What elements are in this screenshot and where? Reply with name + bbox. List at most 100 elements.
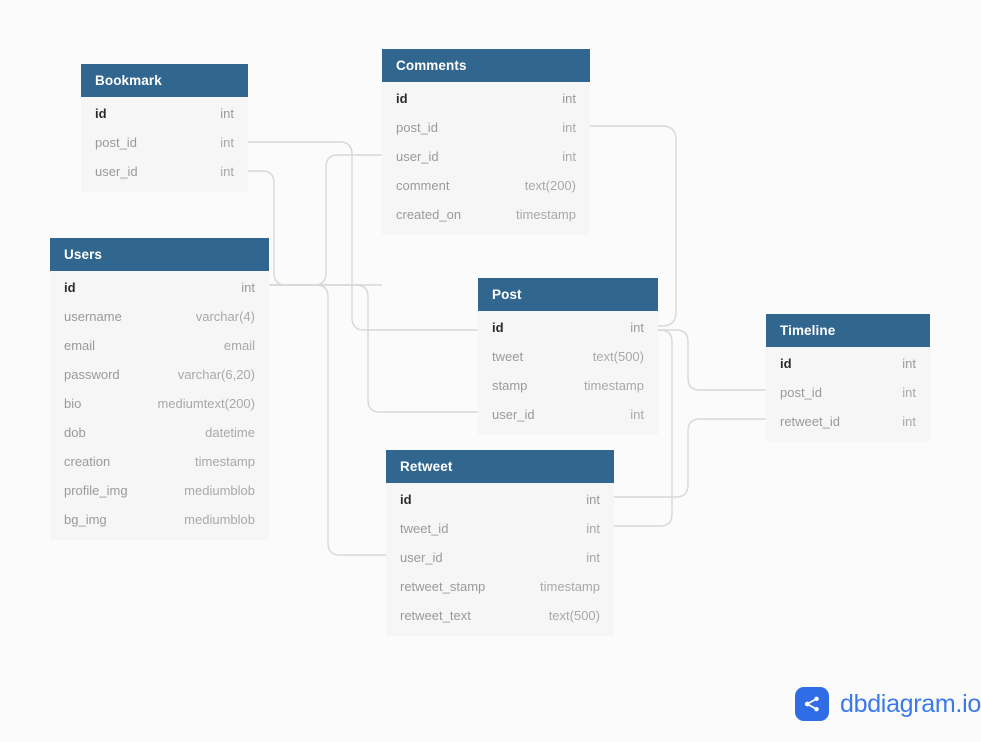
relationship-line[interactable] [269,154,382,286]
share-nodes-icon [795,687,829,721]
field-type: int [220,135,234,150]
field-type: mediumtext(200) [157,396,255,411]
field-type: int [241,280,255,295]
field-name: profile_img [64,483,128,498]
field-name: id [396,91,408,106]
table-row[interactable]: user_id int [386,543,614,572]
field-type: text(500) [548,608,600,623]
field-name: dob [64,425,86,440]
table-users[interactable]: Users id int username varchar(4) email email pa… [50,238,269,540]
field-name: id [95,106,107,121]
field-name: retweet_stamp [400,579,486,594]
field-name: user_id [492,407,535,422]
relationship-line[interactable] [658,329,766,391]
table-header[interactable]: Comments [382,49,590,82]
table-row[interactable]: stamp timestamp [478,371,658,400]
table-header[interactable]: Post [478,278,658,311]
field-type: timestamp [584,378,644,393]
table-row[interactable]: username varchar(4) [50,302,269,331]
field-type: int [902,385,916,400]
field-name: id [492,320,504,335]
table-header[interactable]: Bookmark [81,64,248,97]
relationship-line[interactable] [590,125,677,327]
field-type: text(200) [524,178,576,193]
field-name: stamp [492,378,528,393]
field-type: email [223,338,255,353]
field-name: username [64,309,122,324]
field-type: int [630,407,644,422]
table-row[interactable]: post_id int [81,128,248,157]
field-type: int [586,550,600,565]
field-name: bg_img [64,512,107,527]
field-type: timestamp [516,207,576,222]
logo-text: dbdiagram.io [840,689,981,718]
field-type: varchar(4) [195,309,255,324]
table-row[interactable]: retweet_text text(500) [386,601,614,630]
field-type: int [902,414,916,429]
field-name: email [64,338,96,353]
field-type: timestamp [540,579,600,594]
field-type: text(500) [592,349,644,364]
field-name: id [64,280,76,295]
field-type: timestamp [195,454,255,469]
field-type: int [586,492,600,507]
field-name: retweet_text [400,608,471,623]
table-row[interactable]: retweet_stamp timestamp [386,572,614,601]
table-fields: id int username varchar(4) email email passwor… [50,271,269,540]
table-row[interactable]: profile_img mediumblob [50,476,269,505]
field-type: varchar(6,20) [177,367,255,382]
relationship-line[interactable] [248,141,478,331]
field-name: post_id [95,135,137,150]
table-header[interactable]: Timeline [766,314,930,347]
field-type: int [562,91,576,106]
table-row[interactable]: email email [50,331,269,360]
table-row[interactable]: user_id int [478,400,658,429]
table-header[interactable]: Retweet [386,450,614,483]
table-row[interactable]: id int [382,84,590,113]
field-type: mediumblob [184,483,255,498]
field-name: user_id [400,550,443,565]
table-header[interactable]: Users [50,238,269,271]
dbdiagram-logo[interactable]: dbdiagram.io [795,687,981,721]
field-name: tweet_id [400,521,449,536]
field-name: password [64,367,120,382]
field-type: int [562,120,576,135]
table-row[interactable]: id int [50,273,269,302]
relationship-line[interactable] [269,284,478,413]
table-row[interactable]: created_on timestamp [382,200,590,229]
field-type: int [220,164,234,179]
field-type: int [902,356,916,371]
relationship-line[interactable] [269,284,386,556]
relationship-line[interactable] [614,418,766,498]
field-name: tweet [492,349,524,364]
table-row[interactable]: tweet text(500) [478,342,658,371]
field-name: created_on [396,207,462,222]
field-type: int [562,149,576,164]
table-row[interactable]: password varchar(6,20) [50,360,269,389]
